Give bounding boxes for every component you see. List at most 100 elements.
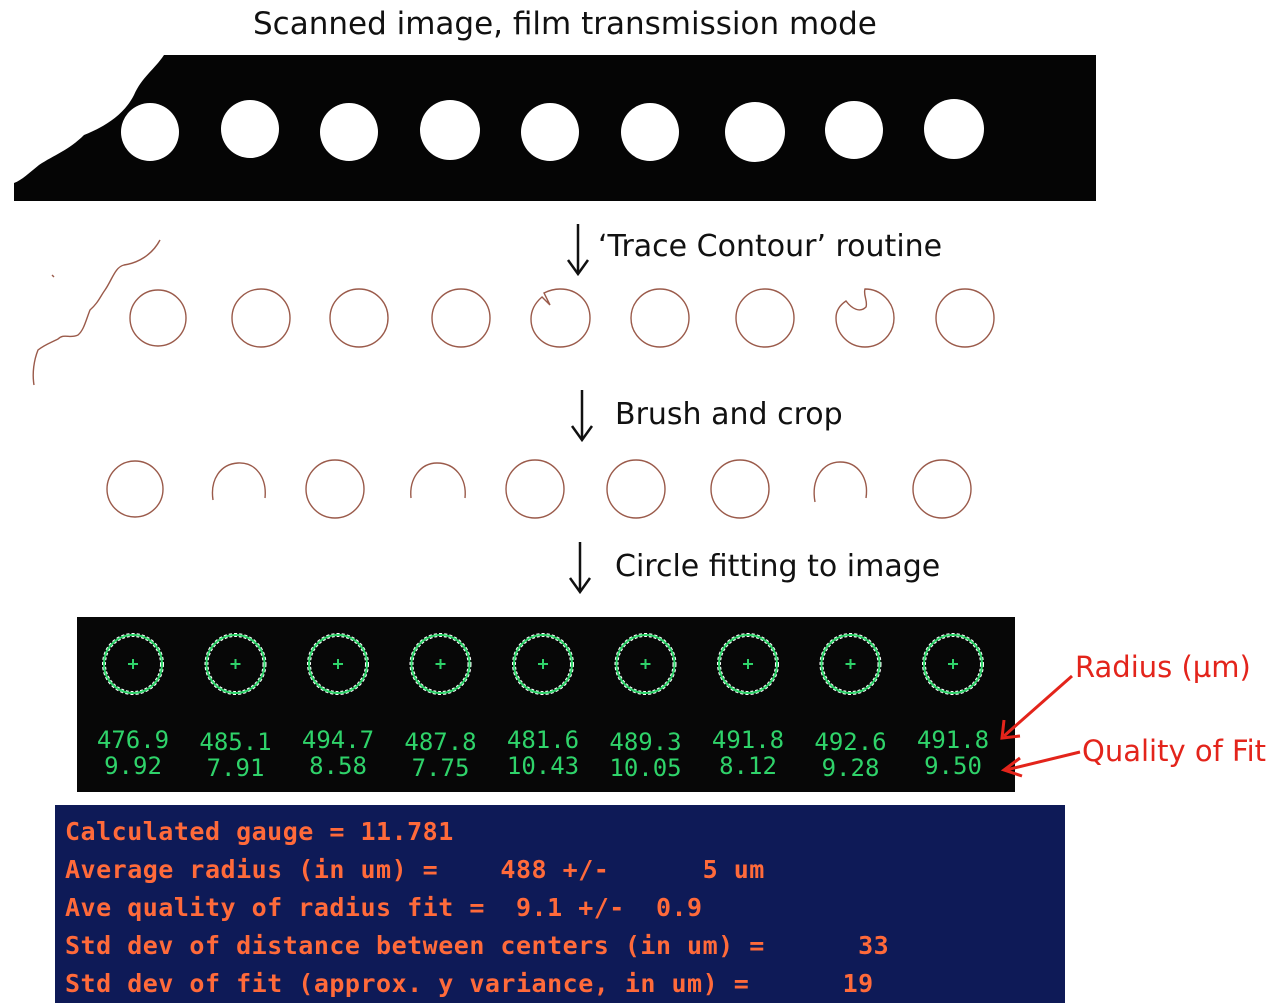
down-arrow-icon [570,390,594,443]
torn-corner [14,55,164,183]
cropped-circle [912,459,972,519]
fitted-circle [308,634,368,694]
film-hole [521,103,579,161]
cropped-contours [106,459,972,519]
contour-circle [129,289,187,347]
fitted-circle [923,634,983,694]
speck [51,274,55,278]
quality-value: 10.05 [609,754,682,782]
film-hole [725,102,785,162]
figure-title: Scanned image, film transmission mode [253,6,877,42]
center-marker [948,659,958,669]
radius-arrow [1003,674,1073,738]
quality-value: 9.50 [924,752,982,780]
center-marker [230,659,241,669]
film-holes [14,55,984,183]
cropped-circle [606,459,666,519]
holes-group [121,99,984,162]
film-hole [121,103,179,161]
contour-circle [735,288,795,348]
summary-average-radius: Average radius (in um) = 488 +/- 5 um [65,855,765,884]
summary-fit-stddev: Std dev of fit (approx. y variance, in u… [65,969,874,998]
quality-value: 7.91 [206,754,265,782]
radius-value: 489.3 [609,728,682,756]
contour-circle [231,288,291,348]
down-arrow-icon [566,224,590,277]
fitted-circle [205,634,266,694]
step-label-brush-crop: Brush and crop [615,397,843,432]
contour-circle [935,288,995,348]
radius-value: 481.6 [506,726,580,754]
annotation-arrows [1000,674,1081,778]
center-marker [845,659,856,669]
quality-value: 8.12 [719,752,777,780]
film-hole [825,101,883,159]
radius-value: 476.9 [96,726,170,754]
film-hole [221,100,279,158]
radius-value: 491.8 [916,726,990,754]
summary-center-distance: Std dev of distance between centers (in … [65,931,890,960]
film-hole [320,103,378,161]
center-marker [128,659,138,669]
cropped-circle [106,460,164,518]
quality-arrow [1005,750,1081,772]
center-marker [743,659,753,669]
quality-value: 10.43 [506,752,580,780]
quality-value: 9.28 [821,754,880,782]
cropped-arc [410,462,466,499]
summary-panel: Calculated gauge = 11.781 Average radius… [55,805,1065,1003]
torn-edge-contour [32,239,161,386]
quality-annotation: Quality of Fit [1082,734,1267,768]
film-hole [621,103,679,161]
contour-circle [630,288,690,348]
center-marker [640,659,651,669]
step-label-trace-contour: ‘Trace Contour’ routine [598,229,943,264]
cropped-arc [813,461,868,503]
fitted-circle [718,634,778,694]
quality-value: 8.58 [309,752,367,780]
scanned-film-strip [14,55,1096,201]
film-hole [924,99,984,159]
film-hole [420,100,480,160]
fitted-circle [103,634,163,694]
radius-value: 487.8 [404,728,477,756]
fitted-circle [410,634,471,694]
center-marker [538,659,548,669]
center-marker [435,659,446,669]
radius-annotation: Radius (µm) [1075,650,1251,684]
traced-contours [32,239,995,386]
step-label-circle-fitting: Circle fitting to image [615,549,941,584]
contour-circle [431,288,491,348]
contour-circle [329,288,389,348]
radius-value: 491.8 [711,726,785,754]
contour-circle [835,288,895,348]
cropped-arc [211,462,266,501]
center-marker [333,659,343,669]
fitted-circle [513,634,573,694]
down-arrow-icon [568,542,592,595]
summary-gauge: Calculated gauge = 11.781 [65,817,454,846]
fitted-circles [102,633,984,695]
quality-value: 7.75 [411,754,470,782]
radius-value: 485.1 [199,728,272,756]
cropped-circle [505,459,565,519]
radius-value: 492.6 [814,728,887,756]
fitted-circle [615,634,676,694]
cropped-circle [305,459,365,519]
cropped-circle [710,459,770,519]
fitted-circle [820,634,881,694]
contour-circle [530,288,591,348]
radius-value: 494.7 [301,726,375,754]
summary-fit-quality: Ave quality of radius fit = 9.1 +/- 0.9 [65,893,703,922]
quality-value: 9.92 [104,752,162,780]
